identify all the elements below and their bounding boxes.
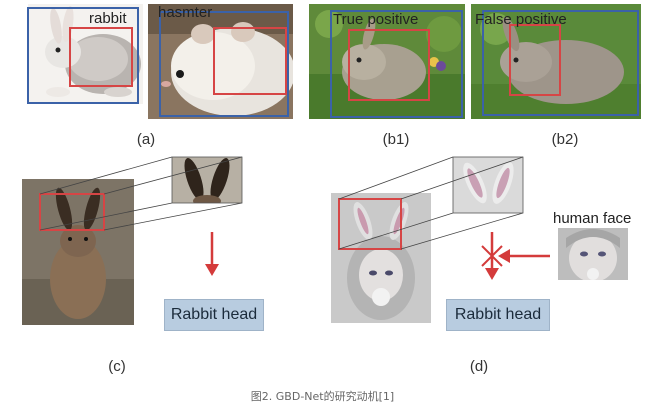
rabbit-box-label: rabbit — [89, 10, 127, 27]
hamster-box-label: hasmter — [158, 4, 213, 21]
blocked-down-arrow-icon — [481, 232, 503, 280]
human-face-photo — [558, 228, 628, 280]
hamster-photo — [148, 4, 293, 119]
rabbit-ears-crop — [172, 157, 242, 203]
panel-label-a: (a) — [136, 131, 156, 148]
bunny-ears-crop — [453, 157, 523, 213]
human-face-label: human face — [553, 210, 632, 227]
left-arrow-icon — [498, 249, 550, 263]
false-positive-label: False positive — [475, 11, 567, 28]
panel-label-d: (d) — [469, 358, 489, 375]
panel-label-b2: (b2) — [551, 131, 579, 148]
bunny-ears-woman-photo — [331, 193, 431, 323]
rabbit-standing-photo — [22, 179, 134, 325]
down-arrow-icon — [205, 232, 219, 276]
figure-caption: 图2. GBD-Net的研究动机[1] — [250, 390, 395, 403]
rabbit-head-result-c: Rabbit head — [164, 299, 264, 331]
rabbit-head-result-d: Rabbit head — [446, 299, 550, 331]
panel-label-b1: (b1) — [382, 131, 410, 148]
panel-label-c: (c) — [108, 358, 126, 375]
true-positive-label: True positive — [333, 11, 419, 28]
